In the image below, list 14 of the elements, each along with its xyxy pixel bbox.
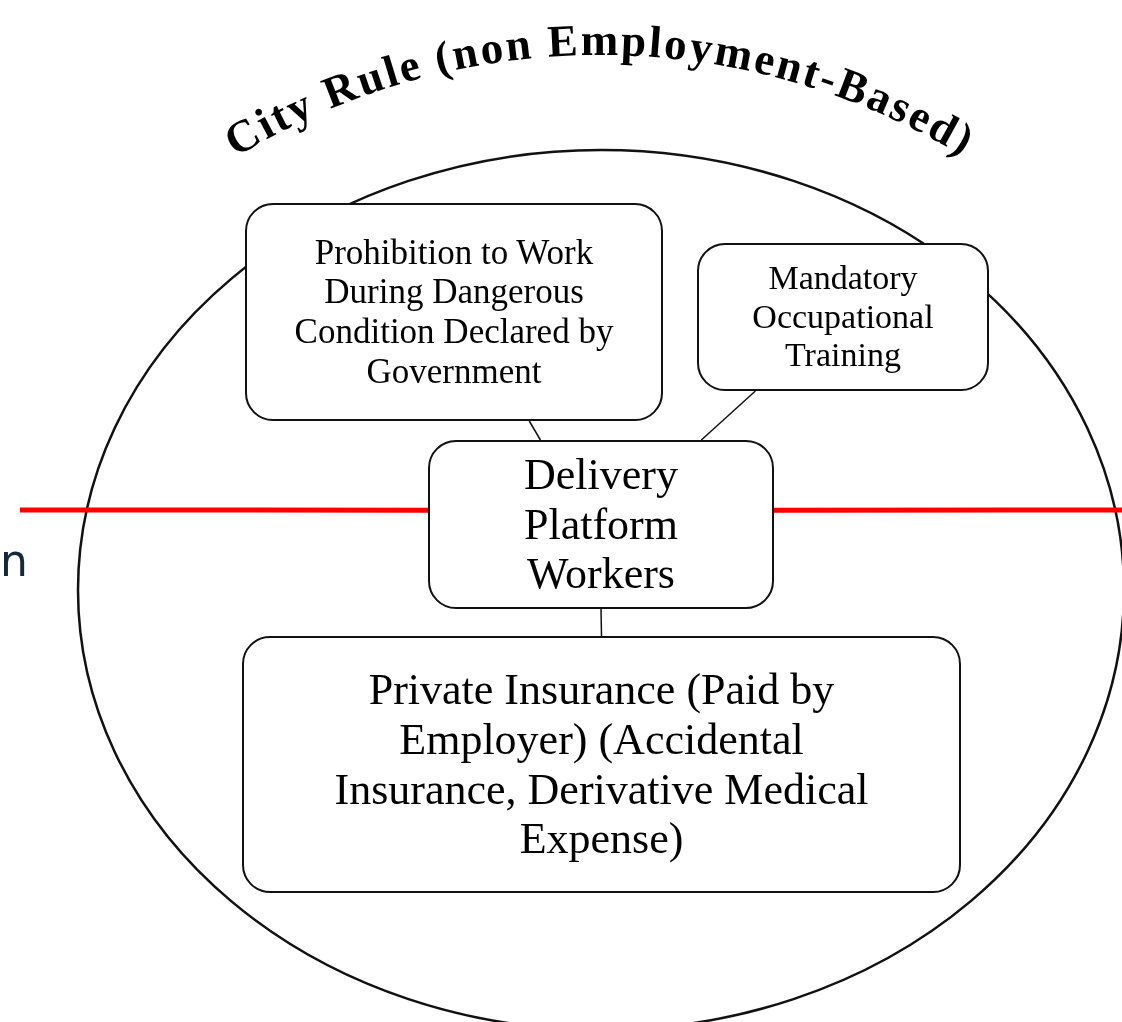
box-text: Prohibition to Work During Dangerous Condition Declared by Government [293, 232, 615, 392]
box-text: Delivery Platform Workers [523, 449, 679, 600]
box-text: Mandatory Occupational Training [751, 259, 935, 375]
cut-off-text: n [0, 535, 28, 586]
connector-line [528, 420, 542, 441]
connector-line [600, 608, 603, 637]
box-text: Private Insurance (Paid by Employer) (Accidental Insurance, Derivative Medical Expense) [333, 665, 870, 864]
text-box [697, 243, 989, 391]
divider-line [774, 507, 1122, 513]
text-box [245, 203, 663, 421]
text-box [428, 440, 774, 609]
divider-line [20, 507, 428, 513]
text-box [242, 636, 961, 893]
connector-line [700, 390, 757, 441]
